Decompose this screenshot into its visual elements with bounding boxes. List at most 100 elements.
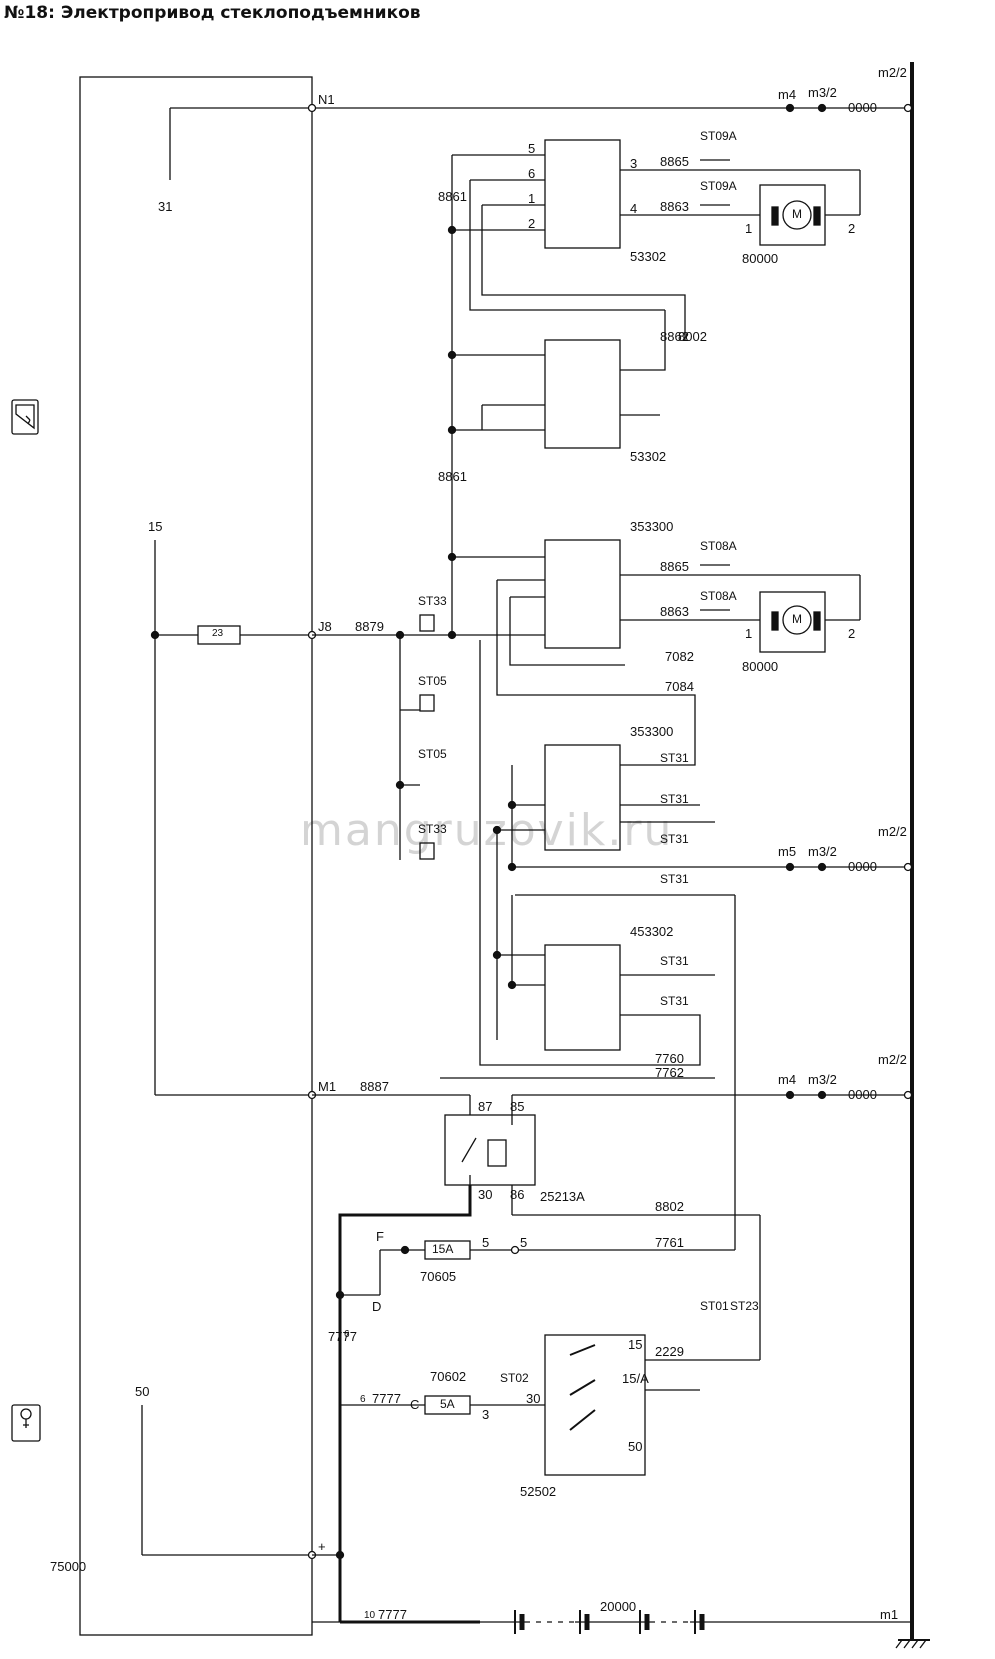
wire-8865-a: 8865: [660, 154, 689, 169]
ground-m2-2-mid: m2/2: [878, 824, 907, 839]
wire-50: 50: [135, 1384, 150, 1399]
fuse-pin-c: 3: [482, 1407, 490, 1422]
motor-b-pin1: 1: [745, 626, 753, 641]
wire-8879: 8879: [355, 619, 384, 634]
label-ign-switch: 52502: [520, 1484, 557, 1499]
wire-31: 31: [158, 199, 173, 214]
ground-m2-2-top: m2/2: [878, 65, 907, 80]
relay-pin30: 30: [478, 1187, 493, 1202]
ign-pin15a: 15/A: [622, 1371, 649, 1386]
ground-symbol: [895, 1639, 930, 1649]
ign-pin50: 50: [628, 1439, 643, 1454]
fuse-block-label: 23: [212, 628, 224, 639]
wire-8861-b: 8861: [438, 469, 467, 484]
ground-wire-mid: 0000: [848, 859, 877, 874]
ecu-frame: [79, 76, 313, 1636]
sw-a-pin1: 1: [528, 191, 536, 206]
wire-8863-b: 8863: [660, 604, 689, 619]
splice-st09a2: ST09A: [700, 129, 737, 143]
label-fuse-5: 70602: [430, 1369, 467, 1384]
label-motor-a: 80000: [742, 251, 779, 266]
splice-st01-1: ST01: [700, 1299, 729, 1313]
ground-m3-2-low: m3/2: [808, 1072, 837, 1087]
fuse-rating-15a: 15A: [432, 1242, 454, 1256]
splice-st23-2: ST23: [730, 1299, 759, 1313]
splice-st31-1: ST31: [660, 994, 689, 1008]
ground-m3-2-mid: m3/2: [808, 844, 837, 859]
battery-cells: [514, 1610, 705, 1634]
sw-a-pin4: 4: [630, 201, 638, 216]
wire-7762: 7762: [655, 1065, 684, 1080]
label-switch-e: 453302: [630, 924, 674, 939]
splice-st33-17: ST33: [418, 594, 447, 608]
splice-st31-4: ST31: [660, 872, 689, 886]
wire-8887: 8887: [360, 1079, 389, 1094]
page-title: №18: Электропривод стеклоподъемников: [4, 3, 421, 23]
ground-wire-low: 0000: [848, 1087, 877, 1102]
label-motor-b: 80000: [742, 659, 779, 674]
door-window-icon: [11, 399, 39, 435]
sw-a-pin6: 6: [528, 166, 536, 181]
ground-m2-2-low: m2/2: [878, 1052, 907, 1067]
relay-pin87: 87: [478, 1099, 493, 1114]
label-battery: 20000: [600, 1599, 637, 1614]
motor-a-pin2: 2: [848, 221, 856, 236]
wire-7760: 7760: [655, 1051, 684, 1066]
wire-sub-6-a: 6: [344, 1329, 350, 1340]
ground-m4-top: m4: [778, 87, 797, 102]
splice-st02-1: ST02: [500, 1371, 529, 1385]
ignition-switch-box: [544, 1334, 646, 1476]
label-switch-d: 353300: [630, 724, 674, 739]
splice-st33-9: ST33: [418, 822, 447, 836]
pin-n1: N1: [318, 92, 335, 107]
wire-8865-b: 8865: [660, 559, 689, 574]
label-fuse-15: 70605: [420, 1269, 457, 1284]
splice-st31-2: ST31: [660, 751, 689, 765]
wire-7777-b: 7777: [372, 1391, 401, 1406]
splice-st08a1: ST08A: [700, 589, 737, 603]
sw-a-pin2: 2: [528, 216, 536, 231]
fuse-pin-b: 5: [520, 1235, 528, 1250]
relay-pin85: 85: [510, 1099, 525, 1114]
label-ecu: 75000: [50, 1559, 87, 1574]
ground-m1: m1: [880, 1607, 899, 1622]
motor-a-symbol: M: [792, 207, 802, 221]
ign-pin30: 30: [526, 1391, 541, 1406]
splice-st31-6: ST31: [660, 792, 689, 806]
splice-st31-7: ST31: [660, 832, 689, 846]
label-relay: 25213A: [540, 1189, 585, 1204]
sw-a-pin5: 5: [528, 141, 536, 156]
pin-f: F: [376, 1229, 384, 1244]
relay-pin86: 86: [510, 1187, 525, 1202]
label-switch-a: 53302: [630, 249, 667, 264]
wire-15: 15: [148, 519, 163, 534]
wire-sub-10: 10: [364, 1610, 376, 1621]
ignition-key-icon: [11, 1404, 41, 1442]
ign-pin15: 15: [628, 1337, 643, 1352]
fuse-rating-5a: 5A: [440, 1397, 455, 1411]
wire-sub-6-b: 6: [360, 1394, 366, 1405]
motor-a-pin1: 1: [745, 221, 753, 236]
ground-m4-low: m4: [778, 1072, 797, 1087]
wire-8002: 8002: [678, 329, 707, 344]
splice-st09a1: ST09A: [700, 179, 737, 193]
sw-a-pin3: 3: [630, 156, 638, 171]
wire-7761: 7761: [655, 1235, 684, 1250]
pin-j8: J8: [318, 619, 332, 634]
wire-8861-a: 8861: [438, 189, 467, 204]
splice-st05-5: ST05: [418, 674, 447, 688]
wire-7082: 7082: [665, 649, 694, 664]
label-switch-c: 353300: [630, 519, 674, 534]
fuse-pin-a: 5: [482, 1235, 490, 1250]
pin-c: C: [410, 1397, 420, 1412]
wire-2229: 2229: [655, 1344, 684, 1359]
ground-m5: m5: [778, 844, 797, 859]
splice-st05-4: ST05: [418, 747, 447, 761]
wire-7777-a: 7777: [328, 1329, 357, 1344]
motor-b-pin2: 2: [848, 626, 856, 641]
wire-7084: 7084: [665, 679, 694, 694]
pin-plus: +: [318, 1539, 326, 1554]
splice-st31-5: ST31: [660, 954, 689, 968]
wire-7777-c: 7777: [378, 1607, 407, 1622]
